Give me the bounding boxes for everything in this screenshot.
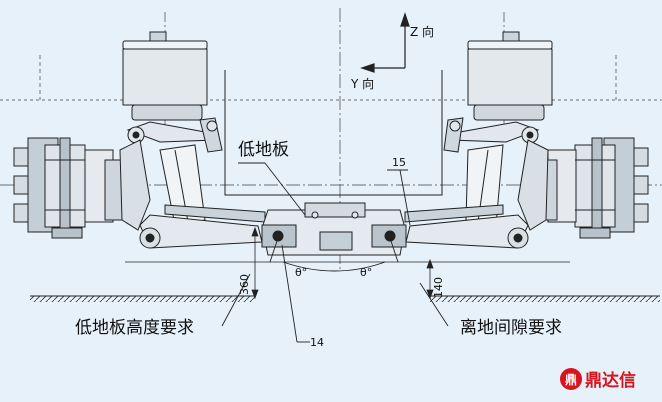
right-wheel-hub	[531, 137, 649, 239]
theta-left-label: θ°	[295, 266, 307, 279]
logo-text: 鼎达信	[585, 370, 636, 391]
theta-right-label: θ°	[360, 266, 372, 279]
dimension-360-label: 360	[238, 274, 251, 295]
ground-left	[30, 295, 255, 302]
ground-right	[430, 295, 660, 302]
low-floor-label: 低地板	[238, 140, 289, 160]
z-axis-label: Z 向	[410, 24, 434, 39]
left-wheel-hub	[13, 137, 131, 239]
dimension-140-label: 140	[432, 277, 445, 298]
right-air-spring	[467, 31, 553, 121]
right-upper-arm	[443, 117, 540, 226]
ground-clearance-requirement: 离地间隙要求	[460, 318, 562, 338]
low-floor-height-requirement: 低地板高度要求	[75, 318, 194, 338]
brand-logo: 鼎 鼎达信	[560, 368, 636, 391]
center-subframe	[261, 202, 407, 256]
callout-15: 15	[392, 156, 406, 169]
theta-angles	[269, 237, 399, 272]
leader-lines	[221, 162, 449, 343]
right-lower-arm	[404, 139, 549, 249]
low-floor-outline	[224, 70, 443, 196]
dimension-360	[251, 226, 259, 300]
left-lower-arm	[119, 139, 266, 249]
logo-mark-icon	[560, 368, 582, 390]
callout-14: 14	[310, 336, 324, 349]
logo-mark-text: 鼎	[565, 373, 577, 387]
axis-indicator	[360, 12, 410, 73]
left-air-spring	[122, 31, 208, 121]
dimension-140	[426, 258, 434, 300]
y-axis-label: Y 向	[350, 76, 374, 91]
